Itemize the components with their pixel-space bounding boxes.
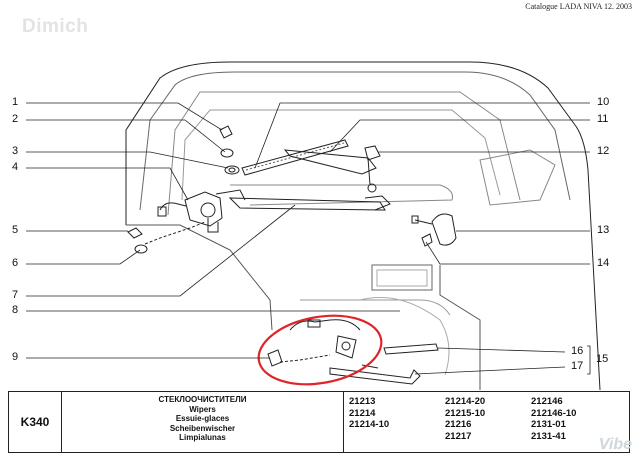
model-code: 21214-20 xyxy=(445,396,486,407)
title-russian: СТЕКЛООЧИСТИТЕЛИ xyxy=(158,395,247,404)
section-titles: СТЕКЛООЧИСТИТЕЛИ Wipers Essuie-glaces Sc… xyxy=(62,392,344,452)
callout-12: 12 xyxy=(597,145,610,157)
model-list: 21213 21214-20 212146 21214 21215-10 212… xyxy=(349,396,629,442)
watermark: Dimich xyxy=(22,16,89,37)
callout-5: 5 xyxy=(12,224,19,236)
callout-9: 9 xyxy=(12,351,19,363)
model-code: 2131-41 xyxy=(531,430,566,442)
title-spanish: Limpialunas xyxy=(179,433,226,442)
callout-3: 3 xyxy=(12,145,19,157)
wiper-linkage xyxy=(228,197,386,211)
callout-1: 1 xyxy=(12,96,19,108)
washer-pump xyxy=(431,213,457,246)
model-code: 21213 xyxy=(349,396,376,407)
model-code: 21215-10 xyxy=(445,407,486,419)
model-code: 21217 xyxy=(445,430,472,442)
vibe-badge: Vibe xyxy=(598,436,632,453)
rear-wiper-arm xyxy=(329,367,421,385)
callout-8: 8 xyxy=(12,304,19,316)
catalog-reference: Catalogue LADA NIVA 12. 2003 xyxy=(525,2,632,11)
rear-wiper-blade xyxy=(383,343,439,355)
callout-2: 2 xyxy=(12,113,19,125)
model-code: 21216 xyxy=(445,419,472,430)
callout-6: 6 xyxy=(12,257,19,269)
nozzle-cap xyxy=(364,145,381,161)
wiper-arm xyxy=(283,149,377,175)
section-code: K340 xyxy=(9,392,62,452)
vehicle-body-outline xyxy=(125,61,601,391)
model-code: 212146-10 xyxy=(531,407,577,419)
title-french: Essuie-glaces xyxy=(175,414,230,423)
callout-11: 11 xyxy=(597,113,609,125)
callout-16: 16 xyxy=(571,345,584,357)
callout-15: 15 xyxy=(596,353,609,365)
callout-14: 14 xyxy=(597,257,610,269)
callout-17: 17 xyxy=(571,360,584,372)
model-code: 21214-10 xyxy=(349,419,390,430)
wiper-blade xyxy=(241,139,349,176)
callout-10: 10 xyxy=(597,96,610,108)
callout-13: 13 xyxy=(597,224,610,236)
callout-4: 4 xyxy=(12,161,19,173)
model-code xyxy=(349,431,445,443)
title-english: Wipers xyxy=(189,404,216,414)
callout-7: 7 xyxy=(12,289,19,301)
title-german: Scheibenwischer xyxy=(169,423,236,433)
wiper-motor xyxy=(184,191,223,227)
highlight-ellipse xyxy=(257,314,383,386)
model-code: 212146 xyxy=(531,396,563,407)
model-code: 2131-01 xyxy=(531,419,566,430)
caption-table: K340 СТЕКЛООЧИСТИТЕЛИ Wipers Essuie-glac… xyxy=(8,391,630,453)
model-code: 21214 xyxy=(349,407,376,419)
